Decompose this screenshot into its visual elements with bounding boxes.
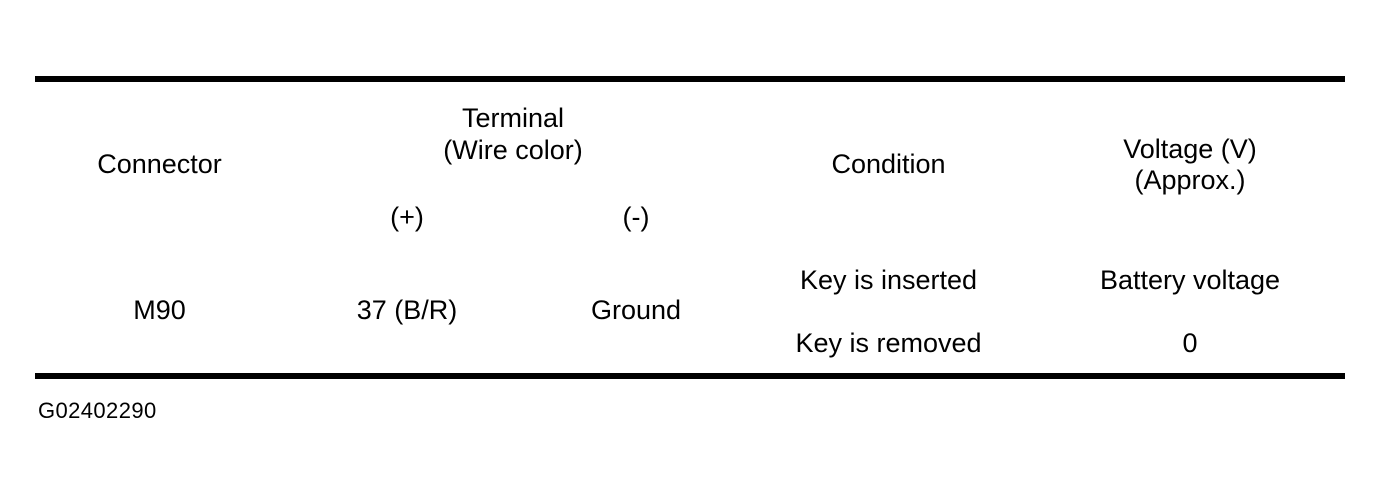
header-terminal-group-label: Terminal (Wire color) bbox=[443, 103, 583, 165]
voltage-table-container: Connector Terminal (Wire color) Conditio… bbox=[35, 76, 1345, 379]
header-voltage: Voltage (V) (Approx.) bbox=[1035, 79, 1345, 248]
header-row-primary: Connector Terminal (Wire color) Conditio… bbox=[35, 79, 1345, 248]
header-terminal-negative: (-) bbox=[530, 187, 742, 248]
header-terminal-group: Terminal (Wire color) bbox=[284, 79, 742, 187]
cell-terminal-positive: 37 (B/R) bbox=[284, 248, 530, 376]
table-header: Connector Terminal (Wire color) Conditio… bbox=[35, 79, 1345, 248]
cell-terminal-negative: Ground bbox=[530, 248, 742, 376]
terminal-voltage-table: Connector Terminal (Wire color) Conditio… bbox=[35, 76, 1345, 379]
figure-caption: G02402290 bbox=[38, 398, 157, 423]
table-row: M90 37 (B/R) Ground Key is inserted Batt… bbox=[35, 248, 1345, 376]
cell-connector: M90 bbox=[35, 248, 284, 376]
cell-condition-1: Key is inserted bbox=[742, 248, 1035, 314]
header-connector: Connector bbox=[35, 79, 284, 248]
table-row: Key is removed 0 bbox=[35, 314, 1345, 376]
cell-voltage-1: Battery voltage bbox=[1035, 248, 1345, 314]
header-row-secondary: (+) (-) bbox=[35, 187, 1345, 248]
header-terminal-positive: (+) bbox=[284, 187, 530, 248]
cell-voltage-2: 0 bbox=[1035, 314, 1345, 376]
table-body: M90 37 (B/R) Ground Key is inserted Batt… bbox=[35, 248, 1345, 376]
header-condition: Condition bbox=[742, 79, 1035, 248]
header-voltage-label: Voltage (V) (Approx.) bbox=[1123, 133, 1257, 195]
cell-condition-2: Key is removed bbox=[742, 314, 1035, 376]
